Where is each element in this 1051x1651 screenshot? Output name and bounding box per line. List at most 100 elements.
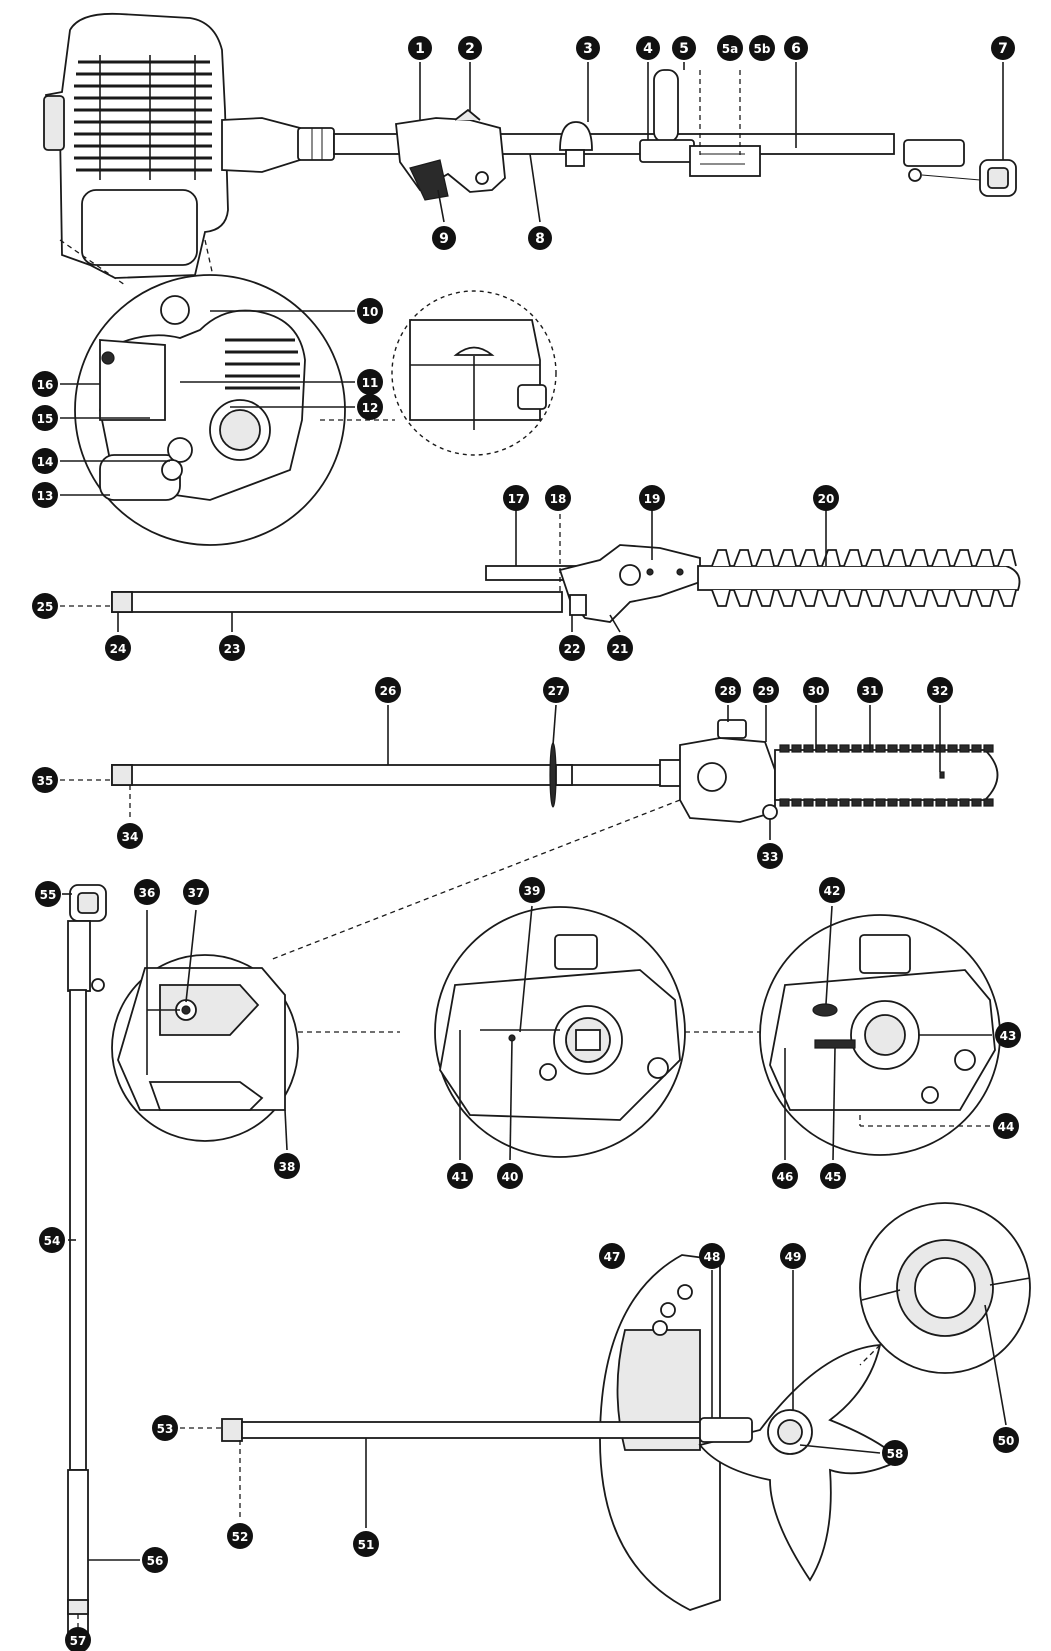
chain-link [971, 798, 982, 807]
part-label-42: 42 [819, 877, 845, 903]
part-label-58: 58 [882, 1440, 908, 1466]
part-label-number: 38 [279, 1160, 296, 1174]
hedge-tooth [821, 589, 841, 607]
part-label-number: 7 [998, 41, 1008, 57]
part-label-number: 51 [358, 1538, 375, 1552]
part-label-54: 54 [39, 1227, 65, 1253]
part-label-15: 15 [32, 405, 58, 431]
fuel-tank [81, 189, 198, 266]
carburetor-detail-view [320, 290, 557, 456]
chain-link [935, 798, 946, 807]
part-label-45: 45 [820, 1163, 846, 1189]
hedge-tooth [887, 549, 907, 567]
part-label-14: 14 [32, 448, 58, 474]
part-label-badge [993, 1427, 1019, 1453]
loop-handle [653, 69, 679, 143]
part-label-20: 20 [813, 485, 839, 511]
hedge-tooth [953, 549, 973, 567]
hedge-tooth [799, 589, 819, 607]
chain-link [911, 744, 922, 753]
part-label-badge [784, 36, 808, 60]
part-label-badge [32, 371, 58, 397]
part-label-number: 16 [37, 378, 54, 392]
part-label-26: 26 [375, 677, 401, 703]
part-label-badge [353, 1531, 379, 1557]
part-label-number: 3 [583, 41, 593, 57]
part-label-badge [375, 677, 401, 703]
part-label-badge [636, 36, 660, 60]
hedge-tooth [843, 549, 863, 567]
pole-saw-attachment [111, 719, 999, 961]
part-label-number: 14 [37, 455, 54, 469]
part-label-number: 25 [37, 600, 54, 614]
part-label-badge [639, 485, 665, 511]
part-label-number: 33 [762, 850, 779, 864]
part-label-number: 28 [720, 684, 737, 698]
hedge-tooth [975, 589, 995, 607]
part-label-badge [105, 635, 131, 661]
part-label-badge [607, 635, 633, 661]
part-label-36: 36 [134, 879, 160, 905]
chain-link [803, 744, 814, 753]
chain-link [851, 798, 862, 807]
part-label-29: 29 [753, 677, 779, 703]
part-label-41: 41 [447, 1163, 473, 1189]
chain-link [971, 744, 982, 753]
part-label-7: 7 [991, 36, 1015, 60]
part-label-badge [672, 36, 696, 60]
cutting-blade [698, 1344, 902, 1582]
part-label-badge [749, 35, 775, 61]
hedge-tooth [997, 589, 1017, 607]
saw-head-detail-view-1 [111, 954, 400, 1142]
chain-link [863, 744, 874, 753]
saw-bar [774, 749, 999, 801]
part-label-55: 55 [35, 881, 61, 907]
part-label-51: 51 [353, 1531, 379, 1557]
part-label-38: 38 [274, 1153, 300, 1179]
part-label-badge [927, 677, 953, 703]
part-label-number: 54 [44, 1234, 61, 1248]
brush-cutter-attachment [221, 1202, 1031, 1611]
part-label-56: 56 [142, 1547, 168, 1573]
part-label-badge [152, 1415, 178, 1441]
hedge-tooth [821, 549, 841, 567]
brush-cutter-shaft [241, 1421, 703, 1439]
hedge-tooth [777, 589, 797, 607]
part-label-39: 39 [519, 877, 545, 903]
chain-link [827, 798, 838, 807]
part-label-number: 9 [439, 231, 449, 247]
part-label-number: 24 [110, 642, 127, 656]
hedge-tooth [711, 589, 731, 607]
part-label-number: 32 [932, 684, 949, 698]
part-label-number: 42 [824, 884, 841, 898]
hedge-tooth [931, 589, 951, 607]
part-label-number: 6 [791, 41, 801, 57]
chain-link [791, 744, 802, 753]
part-label-number: 8 [535, 231, 545, 247]
part-label-number: 37 [188, 886, 205, 900]
part-label-number: 48 [704, 1250, 721, 1264]
hedge-tooth [865, 549, 885, 567]
part-label-number: 40 [502, 1170, 519, 1184]
part-label-22: 22 [559, 635, 585, 661]
part-label-badge [219, 635, 245, 661]
saw-head-detail-view-2 [434, 906, 775, 1158]
part-label-badge [357, 369, 383, 395]
part-label-27: 27 [543, 677, 569, 703]
part-label-2: 2 [458, 36, 482, 60]
part-label-number: 43 [1000, 1029, 1017, 1043]
part-label-1: 1 [408, 36, 432, 60]
leader-lines [60, 62, 1007, 1561]
part-label-16: 16 [32, 371, 58, 397]
chain-link [839, 744, 850, 753]
part-label-badge [32, 767, 58, 793]
part-label-30: 30 [803, 677, 829, 703]
shaft-collar [549, 742, 557, 808]
hedge-trimmer-attachment [111, 505, 1021, 623]
part-label-number: 15 [37, 412, 54, 426]
hedge-tooth [953, 589, 973, 607]
chain-link [899, 744, 910, 753]
part-label-12: 12 [357, 394, 383, 420]
chain-link [875, 744, 886, 753]
part-label-badge [699, 1243, 725, 1269]
